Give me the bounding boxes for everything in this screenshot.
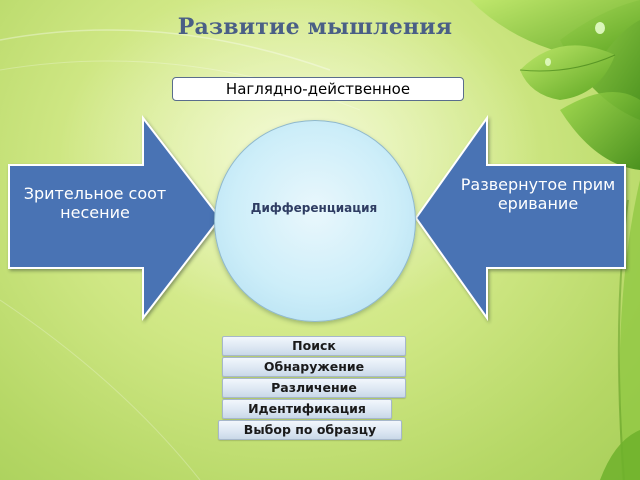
center-circle xyxy=(214,120,416,322)
left-arrow-label: Зрительное соотнесение xyxy=(23,184,167,222)
center-label: Дифференциация xyxy=(250,201,378,215)
list-item-sample-choice: Выбор по образцу xyxy=(218,420,402,440)
list-item-distinction: Различение xyxy=(222,378,406,398)
left-arrow-shape xyxy=(8,115,222,321)
list-item-search: Поиск xyxy=(222,336,406,356)
page-title: Развитие мышления xyxy=(177,14,453,40)
top-box: Наглядно-действенное xyxy=(172,77,464,101)
right-arrow-label: Развернутое примеривание xyxy=(460,175,616,213)
list-item-detection: Обнаружение xyxy=(222,357,406,377)
right-arrow-shape xyxy=(414,114,626,322)
list-item-identification: Идентификация xyxy=(222,399,392,419)
